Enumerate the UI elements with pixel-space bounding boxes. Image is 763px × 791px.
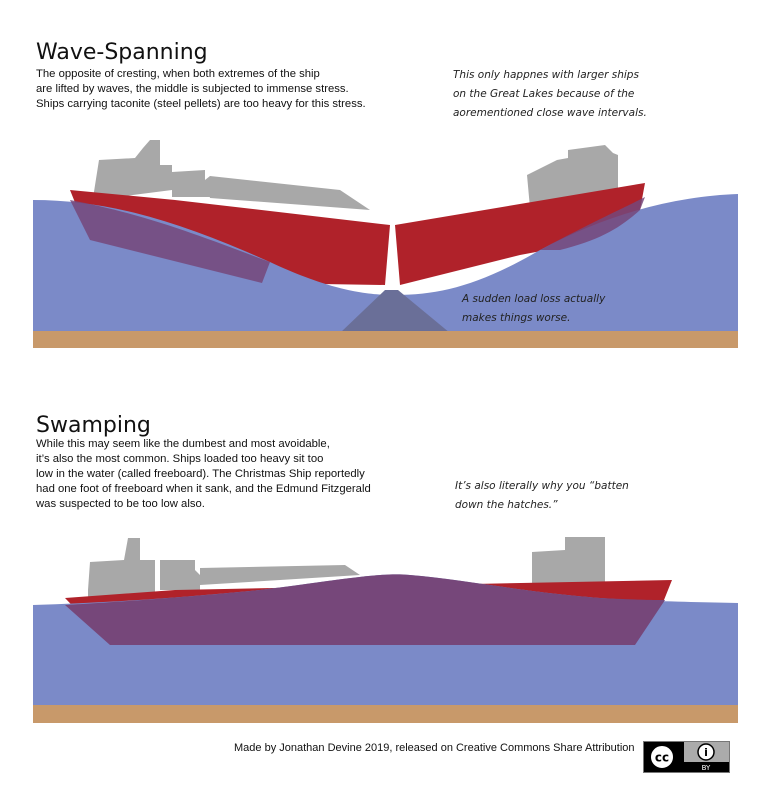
annotation-load-loss: A sudden load loss actually makes things…: [462, 293, 606, 324]
section-description-wave-spanning: The opposite of cresting, when both extr…: [36, 68, 366, 110]
ship-hull-right-half: [395, 183, 645, 285]
seabed-swamping: [33, 705, 738, 723]
swamping-diagram: [33, 537, 738, 723]
ship-superstructure-right-swamping: [532, 537, 605, 590]
ship-hull-left-half: [70, 190, 390, 285]
attribution-person-icon: [697, 743, 715, 761]
credit-text: Made by Jonathan Devine 2019, released o…: [234, 742, 635, 754]
creative-commons-badge[interactable]: cc i BY: [643, 741, 730, 773]
submerged-hull-left: [70, 200, 270, 283]
section-description-swamping: While this may seem like the dumbest and…: [36, 438, 371, 510]
section-title-swamping: Swamping: [36, 413, 151, 438]
section-title-wave-spanning: Wave-Spanning: [36, 40, 208, 65]
wave-water: [33, 194, 738, 333]
wave-spanning-diagram: [33, 140, 738, 348]
submerged-hull-swamping: [65, 574, 665, 645]
ship-superstructure-left-swamping: [88, 538, 360, 598]
submerged-hull-right: [540, 197, 645, 250]
ship-superstructure-left: [93, 140, 370, 210]
cc-logo-icon: [649, 744, 675, 770]
seabed-wave-spanning: [33, 331, 738, 348]
annotation-batten-hatches: It’s also literally why you “batten down…: [455, 480, 629, 511]
attribution-person-glyph: i: [704, 746, 708, 759]
by-label: BY: [702, 764, 711, 772]
cc-logo-text: cc: [655, 751, 669, 765]
lost-load-pile: [340, 290, 450, 333]
annotation-larger-ships: This only happnes with larger ships on t…: [453, 69, 647, 119]
